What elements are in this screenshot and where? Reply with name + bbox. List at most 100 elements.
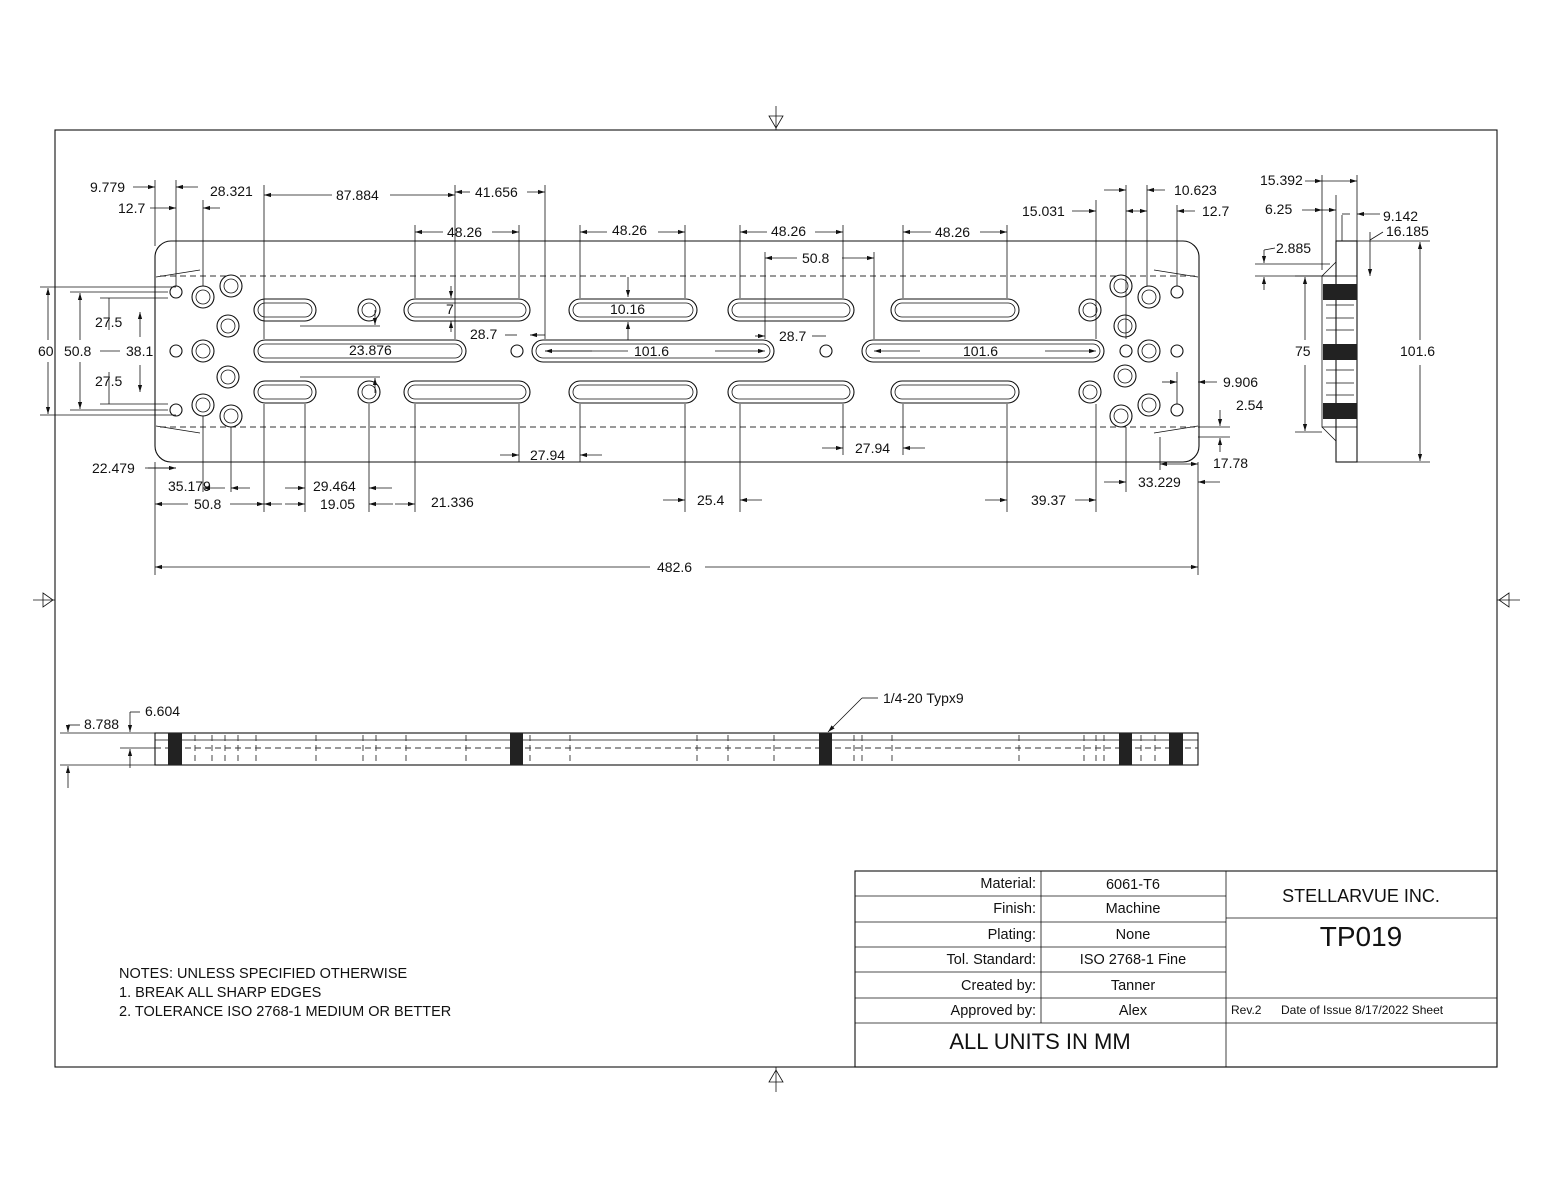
material-label: Material:	[980, 876, 1036, 892]
finish-value: Machine	[1106, 901, 1161, 917]
hole	[1170, 344, 1184, 358]
dim-label: 22.479	[92, 460, 135, 476]
dim-label: 9.779	[90, 179, 125, 195]
hole	[191, 285, 215, 309]
hole	[169, 403, 183, 417]
slot	[861, 339, 1105, 363]
plating-value: None	[1116, 927, 1151, 943]
material-value: 6061-T6	[1106, 877, 1160, 893]
dim-label: 12.7	[118, 200, 145, 216]
dim-label: 87.884	[336, 187, 379, 203]
hole	[191, 339, 215, 363]
holes	[169, 274, 1184, 428]
hole	[1113, 314, 1137, 338]
dim-label: 50.8	[194, 496, 221, 512]
dim-label: 39.37	[1031, 492, 1066, 508]
notes-heading: NOTES: UNLESS SPECIFIED OTHERWISE	[119, 966, 408, 982]
hole	[819, 344, 833, 358]
thread-hatch	[1169, 733, 1183, 765]
revision: Rev.2	[1231, 1003, 1262, 1017]
slot	[568, 298, 698, 322]
hole	[1109, 404, 1133, 428]
units-note: ALL UNITS IN MM	[949, 1029, 1130, 1054]
hole	[510, 344, 524, 358]
tol-label: Tol. Standard:	[947, 952, 1036, 968]
created-value: Tanner	[1111, 978, 1156, 994]
hole	[1137, 339, 1161, 363]
side-view: 15.392 6.25 9.142 16.185 2.885 75 101.6	[1255, 172, 1435, 463]
issue-date: Date of Issue 8/17/2022 Sheet	[1281, 1003, 1444, 1017]
hole	[1113, 364, 1137, 388]
slot	[253, 298, 317, 322]
note-line: 2. TOLERANCE ISO 2768-1 MEDIUM OR BETTER	[119, 1004, 451, 1020]
dim-label: 48.26	[935, 224, 970, 240]
hole	[357, 298, 381, 322]
dim-label: 101.6	[963, 343, 998, 359]
hole	[1137, 285, 1161, 309]
slot	[403, 298, 531, 322]
top-view-labels: 9.779 12.7 28.321 87.884 41.656 48.26 48…	[38, 179, 1263, 575]
centering-marks	[33, 106, 1520, 1092]
hole	[219, 274, 243, 298]
thread-hatch	[1323, 403, 1357, 419]
dim-label: 16.185	[1386, 223, 1429, 239]
part-number: TP019	[1320, 921, 1403, 952]
thread-callout: 1/4-20 Typx9	[883, 690, 964, 706]
hole	[169, 285, 183, 299]
plating-label: Plating:	[988, 927, 1036, 943]
company-name: STELLARVUE INC.	[1282, 886, 1440, 906]
slots	[253, 298, 1105, 404]
slot	[568, 380, 698, 404]
dim-label: 101.6	[634, 343, 669, 359]
dim-label: 101.6	[1400, 343, 1435, 359]
dim-label: 60	[38, 343, 54, 359]
hole	[1078, 298, 1102, 322]
hole	[219, 404, 243, 428]
dim-label: 27.5	[95, 314, 122, 330]
dim-label: 7	[446, 301, 454, 317]
dim-label: 6.604	[145, 703, 180, 719]
dim-label: 9.142	[1383, 208, 1418, 224]
hole	[1170, 403, 1184, 417]
dim-label: 12.7	[1202, 203, 1229, 219]
slot	[531, 339, 775, 363]
dim-label: 10.623	[1174, 182, 1217, 198]
dim-label: 482.6	[657, 559, 692, 575]
finish-label: Finish:	[993, 901, 1036, 917]
hole	[1109, 274, 1133, 298]
front-profile	[154, 732, 1199, 766]
dim-label: 15.031	[1022, 203, 1065, 219]
sheet-border	[54, 129, 1498, 1068]
dim-label: 48.26	[447, 224, 482, 240]
hole	[169, 344, 183, 358]
thread-hatch	[1323, 284, 1357, 300]
slot	[403, 380, 531, 404]
dim-label: 33.229	[1138, 474, 1181, 490]
thread-hatch	[819, 733, 832, 765]
plate-outline	[154, 240, 1200, 463]
tol-value: ISO 2768-1 Fine	[1080, 952, 1186, 968]
hole	[1119, 344, 1133, 358]
dim-label: 2.885	[1276, 240, 1311, 256]
slot	[253, 339, 467, 363]
hole	[1137, 393, 1161, 417]
dim-label: 15.392	[1260, 172, 1303, 188]
dim-label: 50.8	[802, 250, 829, 266]
hole	[1170, 285, 1184, 299]
dim-label: 23.876	[349, 342, 392, 358]
dim-label: 17.78	[1213, 455, 1248, 471]
dim-label: 29.464	[313, 478, 356, 494]
hole	[1078, 380, 1102, 404]
top-view: 9.779 12.7 28.321 87.884 41.656 48.26 48…	[38, 179, 1263, 575]
notes: NOTES: UNLESS SPECIFIED OTHERWISE 1. BRE…	[119, 966, 451, 1020]
slot	[727, 298, 855, 322]
dim-label: 10.16	[610, 301, 645, 317]
thread-hatch	[1323, 344, 1357, 360]
dim-label: 25.4	[697, 492, 724, 508]
thread-hatch	[1119, 733, 1132, 765]
dim-label: 41.656	[475, 184, 518, 200]
dim-label: 27.94	[855, 440, 890, 456]
dim-label: 21.336	[431, 494, 474, 510]
slot	[890, 298, 1020, 322]
